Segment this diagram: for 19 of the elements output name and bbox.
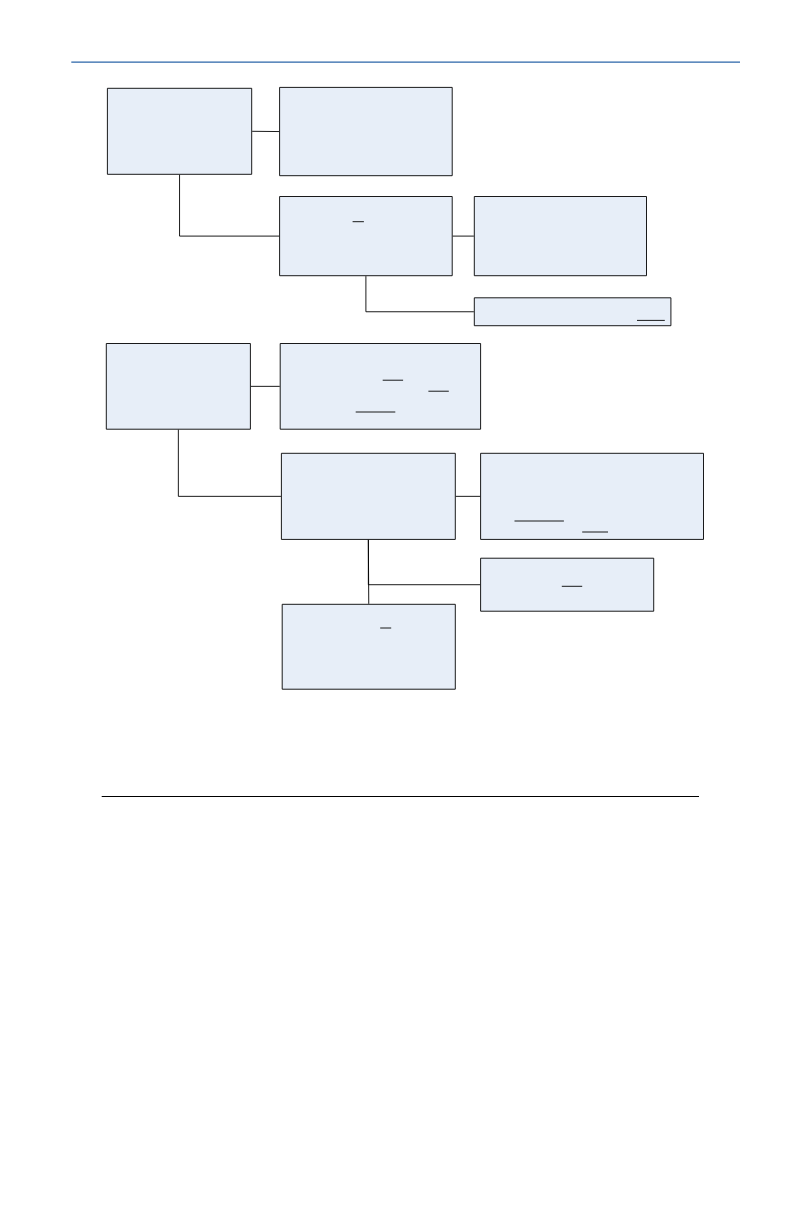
connector-line bbox=[367, 539, 370, 605]
empty-box bbox=[279, 343, 482, 430]
empty-box bbox=[473, 196, 647, 277]
connector-line bbox=[251, 130, 280, 132]
connector-line bbox=[177, 429, 282, 497]
empty-box bbox=[279, 196, 453, 277]
empty-box bbox=[473, 297, 672, 327]
connector-line bbox=[452, 235, 475, 237]
empty-box bbox=[480, 557, 655, 612]
empty-box bbox=[106, 87, 253, 175]
connector-line bbox=[179, 174, 280, 237]
connector-line bbox=[455, 495, 481, 497]
empty-box bbox=[279, 86, 453, 177]
connector-line bbox=[250, 385, 281, 387]
empty-box bbox=[280, 452, 456, 540]
connector-line bbox=[365, 275, 475, 313]
empty-box bbox=[105, 343, 251, 430]
empty-box bbox=[281, 603, 456, 690]
empty-box bbox=[480, 452, 704, 540]
